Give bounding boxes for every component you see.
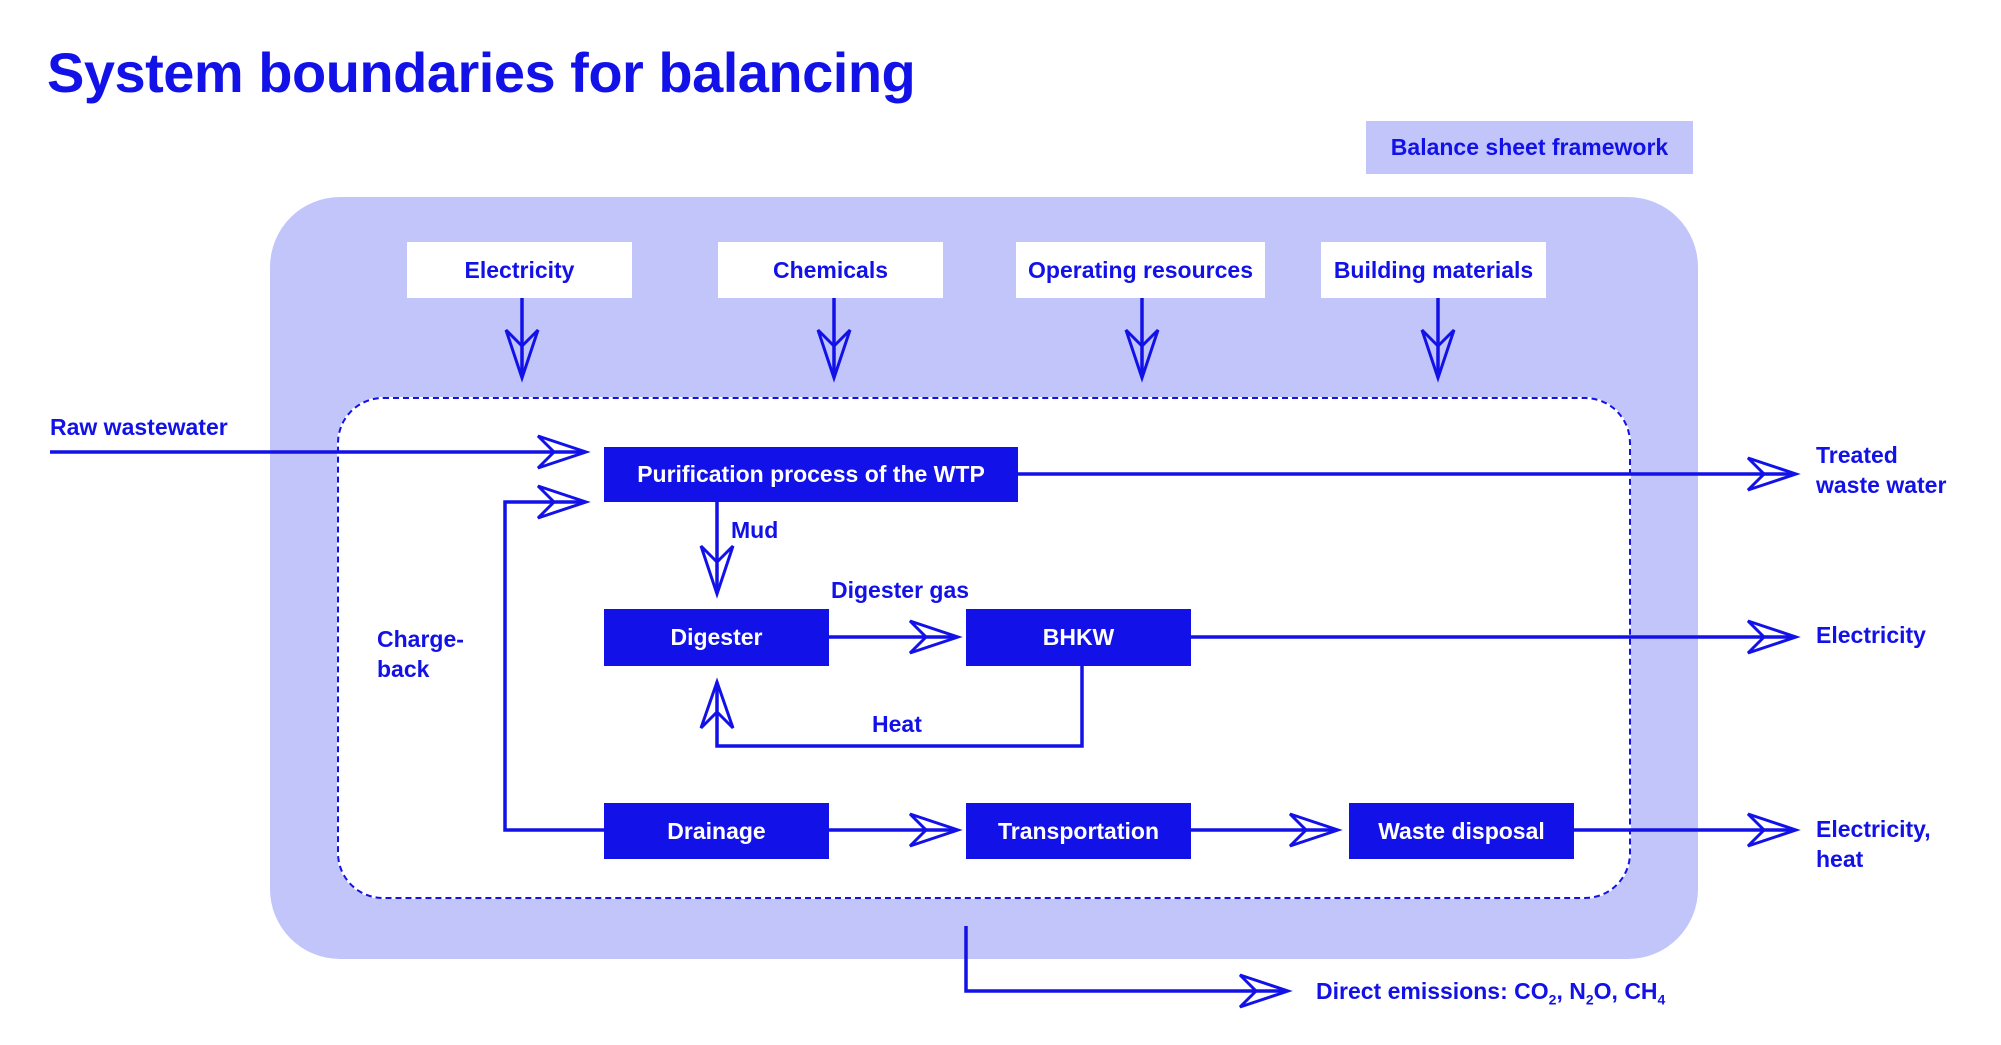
process-drainage: Drainage [604,803,829,859]
balance-sheet-framework-label: Balance sheet framework [1366,121,1693,174]
diagram-title: System boundaries for balancing [47,41,916,104]
input-building-materials: Building materials [1321,242,1546,298]
process-purification: Purification process of the WTP [604,447,1018,502]
input-operating-resources: Operating resources [1016,242,1265,298]
emission-ch4: CH4 [1624,978,1666,1008]
process-digester: Digester [604,609,829,666]
emission-n2o: N2O [1569,978,1612,1008]
label-mud: Mud [731,517,779,543]
output-treated-waste-water: Treated waste water [1816,442,1947,498]
output-electricity: Electricity [1816,622,1926,648]
direct-emissions-prefix: Direct emissions: [1316,978,1508,1004]
input-chemicals: Chemicals [718,242,943,298]
label-heat: Heat [872,711,922,737]
process-transportation: Transportation [966,803,1191,859]
output-electricity-heat: Electricity, heat [1816,816,1931,872]
label-raw-wastewater: Raw wastewater [50,414,228,440]
output-direct-emissions: Direct emissions: CO2, N2O, CH4 [1316,978,1666,1008]
input-electricity: Electricity [407,242,632,298]
emission-co2: CO2 [1514,978,1557,1008]
label-digester-gas: Digester gas [831,577,970,603]
process-bhkw: BHKW [966,609,1191,666]
label-chargeback: Charge-back [377,626,464,682]
process-waste-disposal: Waste disposal [1349,803,1574,859]
